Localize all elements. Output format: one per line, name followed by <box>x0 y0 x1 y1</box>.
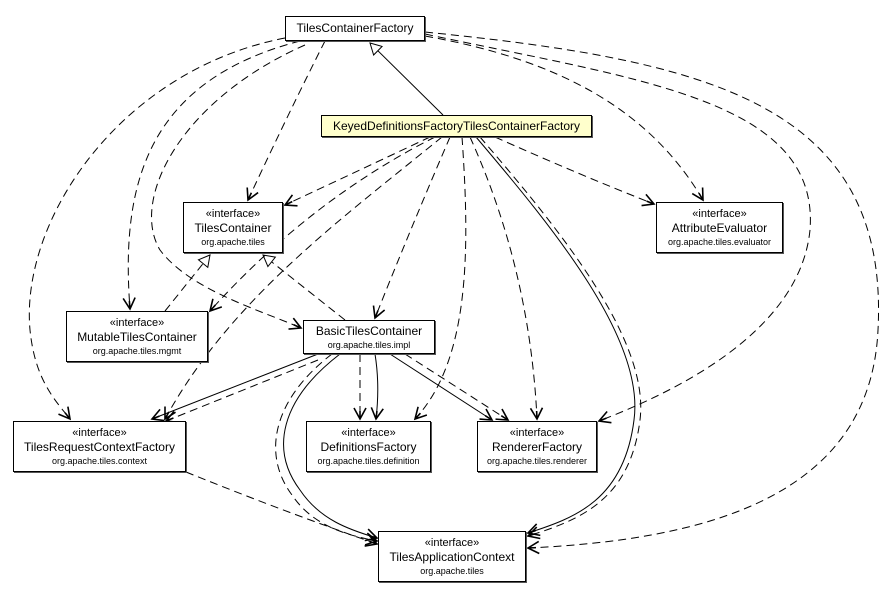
class-name: TilesApplicationContext <box>389 549 515 564</box>
edge-kdf-tac-dep <box>479 136 642 540</box>
class-name: TilesRequestContextFactory <box>24 439 175 454</box>
edge-kdf-generalizes-tcf <box>369 42 444 116</box>
class-tiles-container-factory[interactable]: TilesContainerFactory <box>285 16 425 41</box>
package-label: org.apache.tiles.evaluator <box>667 236 772 247</box>
package-label: org.apache.tiles.impl <box>327 339 411 350</box>
edge-tcf-mtc <box>122 40 301 311</box>
edge-mtc-generalizes-tc <box>164 254 211 312</box>
class-name: AttributeEvaluator <box>671 220 768 235</box>
class-name: KeyedDefinitionsFactoryTilesContainerFac… <box>333 118 580 133</box>
stereotype-label: «interface» <box>509 426 565 439</box>
package-label: org.apache.tiles.definition <box>317 455 420 466</box>
interface-definitions-factory[interactable]: «interface» DefinitionsFactory org.apach… <box>306 421 431 472</box>
edge-btc-tac-assoc <box>283 353 379 542</box>
interface-mutable-tiles-container[interactable]: «interface» MutableTilesContainer org.ap… <box>66 311 208 362</box>
stereotype-label: «interface» <box>205 207 261 220</box>
edge-kdf-tc <box>283 136 431 207</box>
class-name: RendererFactory <box>491 439 583 454</box>
stereotype-label: «interface» <box>424 536 480 549</box>
edge-tcf-rf <box>424 33 811 424</box>
edge-tcf-btc <box>151 44 306 330</box>
stereotype-label: «interface» <box>72 426 127 439</box>
edge-btc-rf-dep <box>404 353 510 421</box>
stereotype-label: «interface» <box>692 207 747 220</box>
stereotype-label: «interface» <box>341 426 396 439</box>
class-basic-tiles-container[interactable]: BasicTilesContainer org.apache.tiles.imp… <box>303 320 435 354</box>
edge-btc-rf-assoc <box>389 353 494 421</box>
interface-tiles-application-context[interactable]: «interface» TilesApplicationContext org.… <box>378 531 526 582</box>
edge-btc-trcf-assoc <box>150 353 319 422</box>
package-label: org.apache.tiles.context <box>51 455 148 466</box>
edge-btc-generalizes-tc <box>262 254 346 321</box>
stereotype-label: «interface» <box>109 316 165 329</box>
package-label: org.apache.tiles <box>201 236 265 247</box>
interface-renderer-factory[interactable]: «interface» RendererFactory org.apache.t… <box>477 421 597 472</box>
package-label: org.apache.tiles.renderer <box>486 455 588 466</box>
class-name: TilesContainer <box>194 220 272 235</box>
interface-tiles-container[interactable]: «interface» TilesContainer org.apache.ti… <box>183 202 283 253</box>
edge-kdf-btc <box>372 136 451 320</box>
edge-tcf-ae <box>424 35 704 202</box>
class-name: MutableTilesContainer <box>77 329 197 344</box>
edge-kdf-ae <box>494 136 656 207</box>
edge-tcf-tc <box>246 40 326 202</box>
edge-kdf-tac-assoc <box>475 136 636 537</box>
class-name: TilesContainerFactory <box>296 21 414 35</box>
package-label: org.apache.tiles.mgmt <box>92 345 182 356</box>
edge-kdf-mtc <box>208 136 436 313</box>
edge-btc-df-assoc <box>370 353 384 421</box>
package-label: org.apache.tiles <box>420 565 484 576</box>
edge-kdf-rf <box>469 136 544 421</box>
class-name: DefinitionsFactory <box>320 439 417 454</box>
class-keyed-definitions-factory-tiles-container-factory[interactable]: KeyedDefinitionsFactoryTilesContainerFac… <box>321 115 592 137</box>
class-name: BasicTilesContainer <box>315 323 423 338</box>
edge-kdf-df <box>413 136 467 421</box>
edge-tcf-trcf <box>28 37 286 421</box>
edge-tcf-tac <box>424 31 880 555</box>
edge-btc-trcf-dep <box>164 359 319 424</box>
edge-btc-tac-dep <box>275 353 379 546</box>
edge-trcf-tac <box>185 471 379 547</box>
interface-tiles-request-context-factory[interactable]: «interface» TilesRequestContextFactory o… <box>13 421 186 472</box>
edge-kdf-trcf <box>164 136 443 421</box>
interface-attribute-evaluator[interactable]: «interface» AttributeEvaluator org.apach… <box>656 202 783 253</box>
